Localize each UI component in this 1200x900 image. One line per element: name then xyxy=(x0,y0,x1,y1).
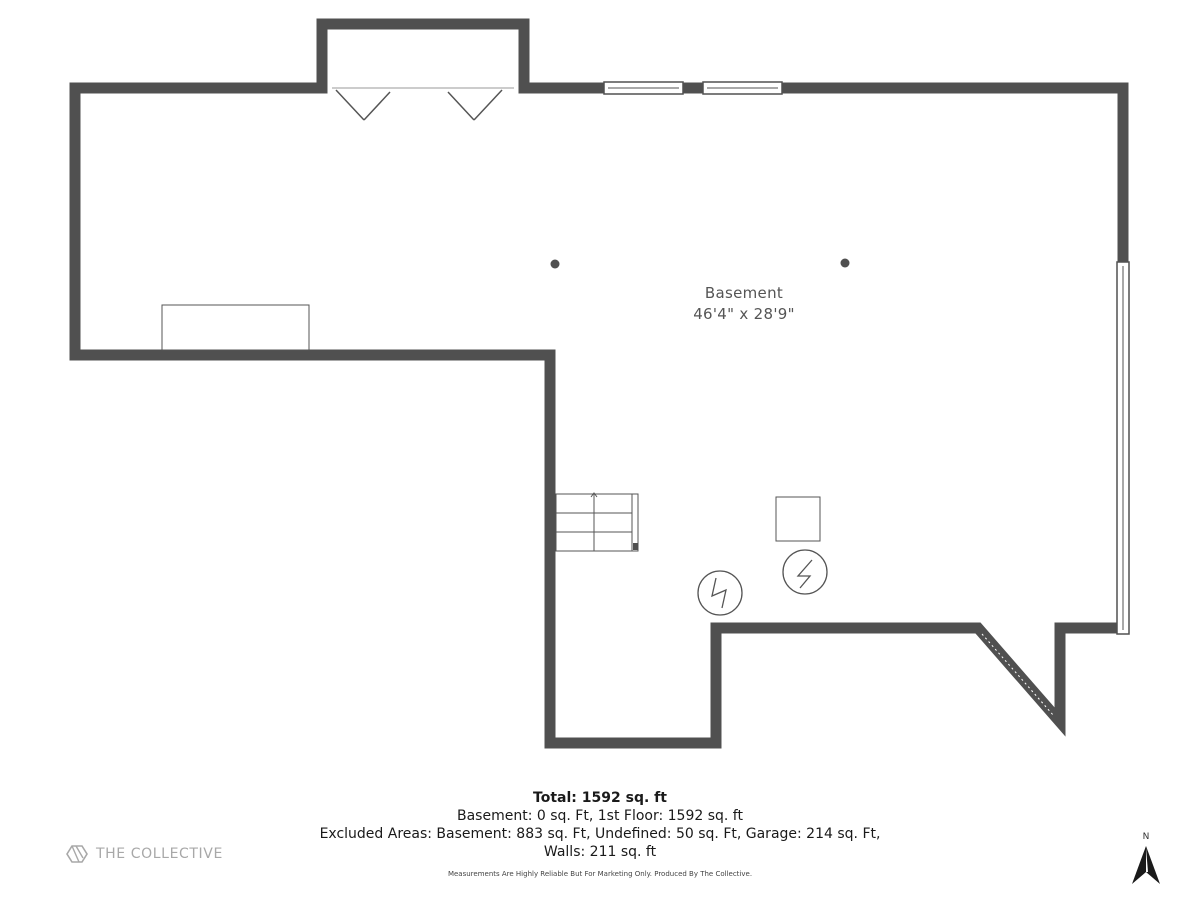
area-total: Total: 1592 sq. ft xyxy=(533,790,667,806)
north-arrow-icon xyxy=(1132,846,1160,884)
brand-name: THE COLLECTIVE xyxy=(96,846,223,862)
wall-outline xyxy=(69,18,1129,749)
staircase xyxy=(555,493,639,552)
north-label: N xyxy=(1142,832,1150,842)
double-door xyxy=(335,89,503,121)
stair-direction-arrow-icon xyxy=(590,492,598,502)
angled-wall-edge xyxy=(981,633,1055,717)
window-top-2 xyxy=(702,81,783,95)
support-post xyxy=(840,258,850,268)
support-post xyxy=(550,259,560,269)
excluded-areas-line: Excluded Areas: Basement: 883 sq. Ft, Un… xyxy=(319,826,881,842)
compass: N xyxy=(1128,832,1164,886)
room-label-dimensions: 46'4" x 28'9" xyxy=(693,305,795,323)
built-in-counter xyxy=(161,304,310,351)
room-label-name: Basement xyxy=(704,284,784,302)
area-breakdown-line: Basement: 0 sq. Ft, 1st Floor: 1592 sq. … xyxy=(457,808,743,824)
window-top-1 xyxy=(603,81,684,95)
water-heater-icon xyxy=(782,549,828,595)
furnace-icon xyxy=(697,570,743,616)
window-right xyxy=(1116,261,1130,635)
walls-area-line: Walls: 211 sq. ft xyxy=(543,844,657,860)
collective-logo-icon xyxy=(66,845,88,863)
disclaimer-text: Measurements Are Highly Reliable But For… xyxy=(447,870,753,878)
brand-logo: THE COLLECTIVE xyxy=(66,845,223,863)
utility-box xyxy=(775,496,821,542)
